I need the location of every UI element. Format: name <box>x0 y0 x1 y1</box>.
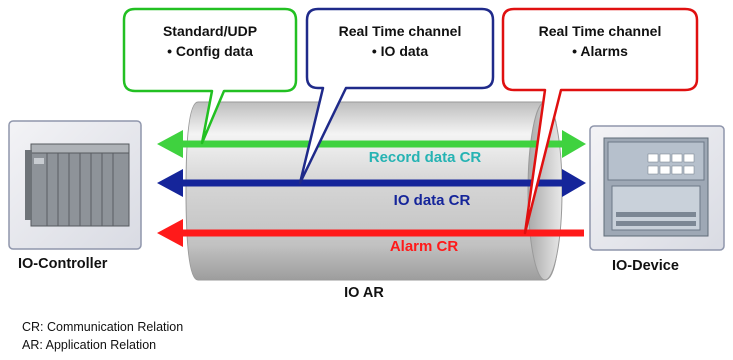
io-ar-tunnel <box>185 101 563 281</box>
io-device-label: IO-Device <box>612 258 679 274</box>
io-device <box>589 125 725 251</box>
io-controller-label: IO-Controller <box>18 256 108 272</box>
field-device-icon <box>603 137 709 237</box>
callout-standard-udp-title: Standard/UDP <box>163 23 257 39</box>
alarm-label: Alarm CR <box>390 238 459 255</box>
io-data-label: IO data CR <box>394 192 471 209</box>
callout-io-data-title: Real Time channel <box>339 23 462 39</box>
plc-rack-icon <box>25 143 130 227</box>
legend-cr: CR: Communication Relation <box>22 320 184 334</box>
callout-alarms: Real Time channel • Alarms <box>501 7 699 235</box>
io-controller-device <box>8 120 142 250</box>
record-data-label: Record data CR <box>369 149 482 166</box>
io-data-arrow <box>157 169 586 197</box>
alarm-arrow <box>157 219 584 247</box>
callout-io-data-item: • IO data <box>372 43 428 59</box>
legend-ar: AR: Application Relation <box>22 338 157 352</box>
io-ar-label: IO AR <box>344 285 384 301</box>
callout-standard-udp-item: • Config data <box>167 43 253 59</box>
callout-alarms-title: Real Time channel <box>539 23 662 39</box>
callout-alarms-item: • Alarms <box>572 43 628 59</box>
callout-io-data: Real Time channel • IO data <box>298 7 495 185</box>
callout-standard-udp: Standard/UDP • Config data <box>122 7 298 145</box>
record-data-arrow <box>157 130 586 158</box>
